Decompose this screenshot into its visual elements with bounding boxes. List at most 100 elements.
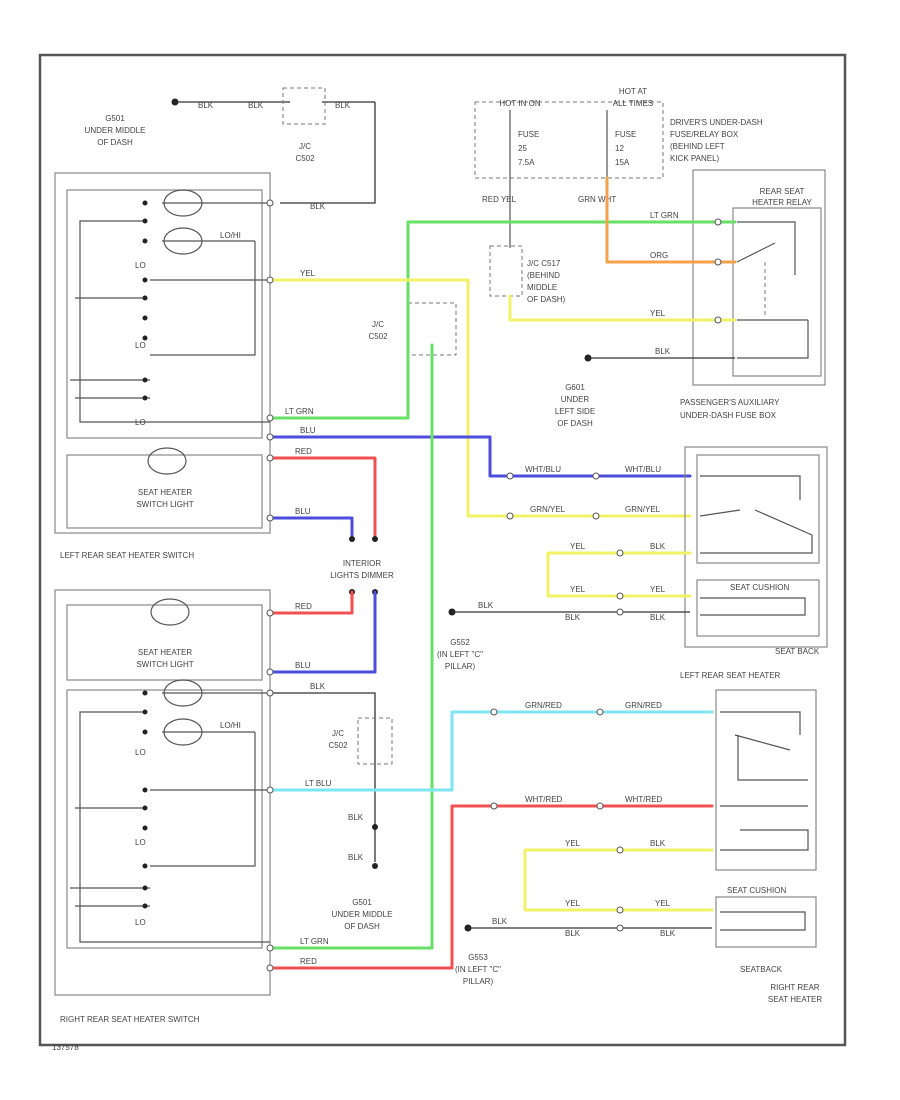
wire-label-blk-15: BLK [660, 929, 676, 938]
rear-seat-relay-label-2: HEATER RELAY [752, 198, 812, 207]
drivers-box-label-1: DRIVER'S UNDER-DASH [670, 118, 763, 127]
wire-label-yel-8: YEL [655, 899, 671, 908]
right-switch-light-label-2: SWITCH LIGHT [136, 660, 193, 669]
wire-label-blk-7: BLK [565, 613, 581, 622]
g552-label-2: (IN LEFT "C" [437, 650, 483, 659]
right-switch-title: RIGHT REAR SEAT HEATER SWITCH [60, 1015, 200, 1024]
jc-c502-low-label-2: C502 [328, 741, 348, 750]
wire-label-blk-6: BLK [478, 601, 494, 610]
left-switch-housing [54, 172, 271, 534]
wire-label-lt-grn-3: LT GRN [300, 937, 329, 946]
g501-low-label-2: UNDER MIDDLE [332, 910, 393, 919]
jc-c502-mid-label-2: C502 [368, 332, 388, 341]
wire-label-red-1: RED [295, 447, 312, 456]
passenger-box-label-1: PASSENGER'S AUXILIARY [680, 398, 780, 407]
jc-c502-low-label-1: J/C [332, 729, 344, 738]
wire-label-lt-grn-1: LT GRN [285, 407, 314, 416]
jc-c517-label-2: (BEHIND [527, 271, 560, 280]
wire-label-blk-10: BLK [348, 813, 364, 822]
wire-label-lt-grn-2: LT GRN [650, 211, 679, 220]
right-heater-title-1: RIGHT REAR [770, 983, 819, 992]
left-switch-light-box [66, 454, 263, 529]
wire-label-lt-blu: LT BLU [305, 779, 332, 788]
drivers-fuse-box [474, 101, 664, 179]
right-heater-title-2: SEAT HEATER [768, 995, 822, 1004]
right-lo-label-3: LO [135, 918, 146, 927]
g601-label-3: LEFT SIDE [555, 407, 595, 416]
rear-seat-relay-label-1: REAR SEAT [760, 187, 805, 196]
fuse-a-label-1: FUSE [518, 130, 539, 139]
left-heater-title: LEFT REAR SEAT HEATER [680, 671, 781, 680]
drivers-box-label-2: FUSE/RELAY BOX [670, 130, 739, 139]
wire-label-red-yel: RED YEL [482, 195, 517, 204]
wire-lt-blu [268, 710, 714, 792]
left-switch-title: LEFT REAR SEAT HEATER SWITCH [60, 551, 194, 560]
jc-c502-mid-box [407, 302, 457, 356]
wire-label-yel-1: YEL [300, 269, 316, 278]
jc-c502-top-label-1: J/C [299, 142, 311, 151]
fuse-b-label-2: 12 [615, 144, 624, 153]
wire-label-yel-5: YEL [650, 585, 666, 594]
fuse-b-label-3: 15A [615, 158, 630, 167]
g553-label-3: PILLAR) [463, 977, 494, 986]
left-heater-cushion [696, 579, 820, 637]
g601-label-1: G601 [565, 383, 585, 392]
interior-lights-label-1: INTERIOR [343, 559, 381, 568]
wire-org [605, 176, 737, 264]
left-switch-inner [66, 189, 263, 439]
fuse-b-label-1: FUSE [615, 130, 636, 139]
wire-label-wht-red-2: WHT/RED [625, 795, 663, 804]
wire-label-blk-2: BLK [248, 101, 264, 110]
right-switch-light-box [66, 604, 263, 681]
wire-yel-switch [268, 278, 692, 518]
wire-label-blk-3: BLK [335, 101, 351, 110]
wire-label-yel-7: YEL [565, 899, 581, 908]
g501-top-label-2: UNDER MIDDLE [85, 126, 146, 135]
wire-label-yel-6: YEL [565, 839, 581, 848]
wire-label-grn-yel-2: GRN/YEL [625, 505, 661, 514]
left-switch-light-label-1: SEAT HEATER [138, 488, 192, 497]
g552-label-3: PILLAR) [445, 662, 476, 671]
g501-top-label-3: OF DASH [97, 138, 133, 147]
drivers-box-label-3: (BEHIND LEFT [670, 142, 725, 151]
wire-label-blk-8: BLK [650, 613, 666, 622]
jc-c502-low-box [357, 717, 393, 765]
wire-label-wht-blu-1: WHT/BLU [525, 465, 561, 474]
wire-yel-right [523, 848, 714, 912]
hot-always-label-2: ALL TIMES [613, 99, 653, 108]
wire-label-blk-12: BLK [650, 839, 666, 848]
seatback-right-label: SEATBACK [740, 965, 783, 974]
wire-label-blk-4: BLK [310, 202, 326, 211]
wire-label-yel-2: YEL [650, 309, 666, 318]
right-heater-seatback [715, 689, 817, 871]
hot-ign-label: HOT IN ON [499, 99, 540, 108]
right-lo-label-2: LO [135, 838, 146, 847]
wire-red-wht-red [268, 804, 714, 970]
seat-cushion-right-label: SEAT CUSHION [727, 886, 786, 895]
wire-label-blk-9: BLK [310, 682, 326, 691]
g553-label-2: (IN LEFT "C" [455, 965, 501, 974]
fuse-a-label-3: 7.5A [518, 158, 535, 167]
wire-label-org: ORG [650, 251, 668, 260]
jc-c517-label-3: MIDDLE [527, 283, 557, 292]
wire-lt-grn-top [268, 220, 737, 420]
jc-c502-top-label-2: C502 [295, 154, 315, 163]
g501-low-label-1: G501 [352, 898, 372, 907]
interior-lights-label-2: LIGHTS DIMMER [330, 571, 394, 580]
wire-lt-grn-right [268, 343, 434, 950]
wire-label-yel-3: YEL [570, 542, 586, 551]
jc-c517-label-1: J/C C517 [527, 259, 561, 268]
left-heater-outer [684, 446, 828, 648]
passenger-fuse-box-outline [692, 169, 826, 386]
wire-label-red-2: RED [295, 602, 312, 611]
seat-cushion-label: SEAT CUSHION [730, 583, 789, 592]
jc-c517-box [489, 245, 523, 297]
wire-label-blk-g601: BLK [655, 347, 671, 356]
wire-label-blk-5: BLK [650, 542, 666, 551]
right-switch-light-lamp [150, 598, 190, 626]
jc-c502-mid-label-1: J/C [372, 320, 384, 329]
left-switch-light-label-2: SWITCH LIGHT [136, 500, 193, 509]
left-switch-light-lamp [147, 447, 187, 475]
g601-label-4: OF DASH [557, 419, 593, 428]
